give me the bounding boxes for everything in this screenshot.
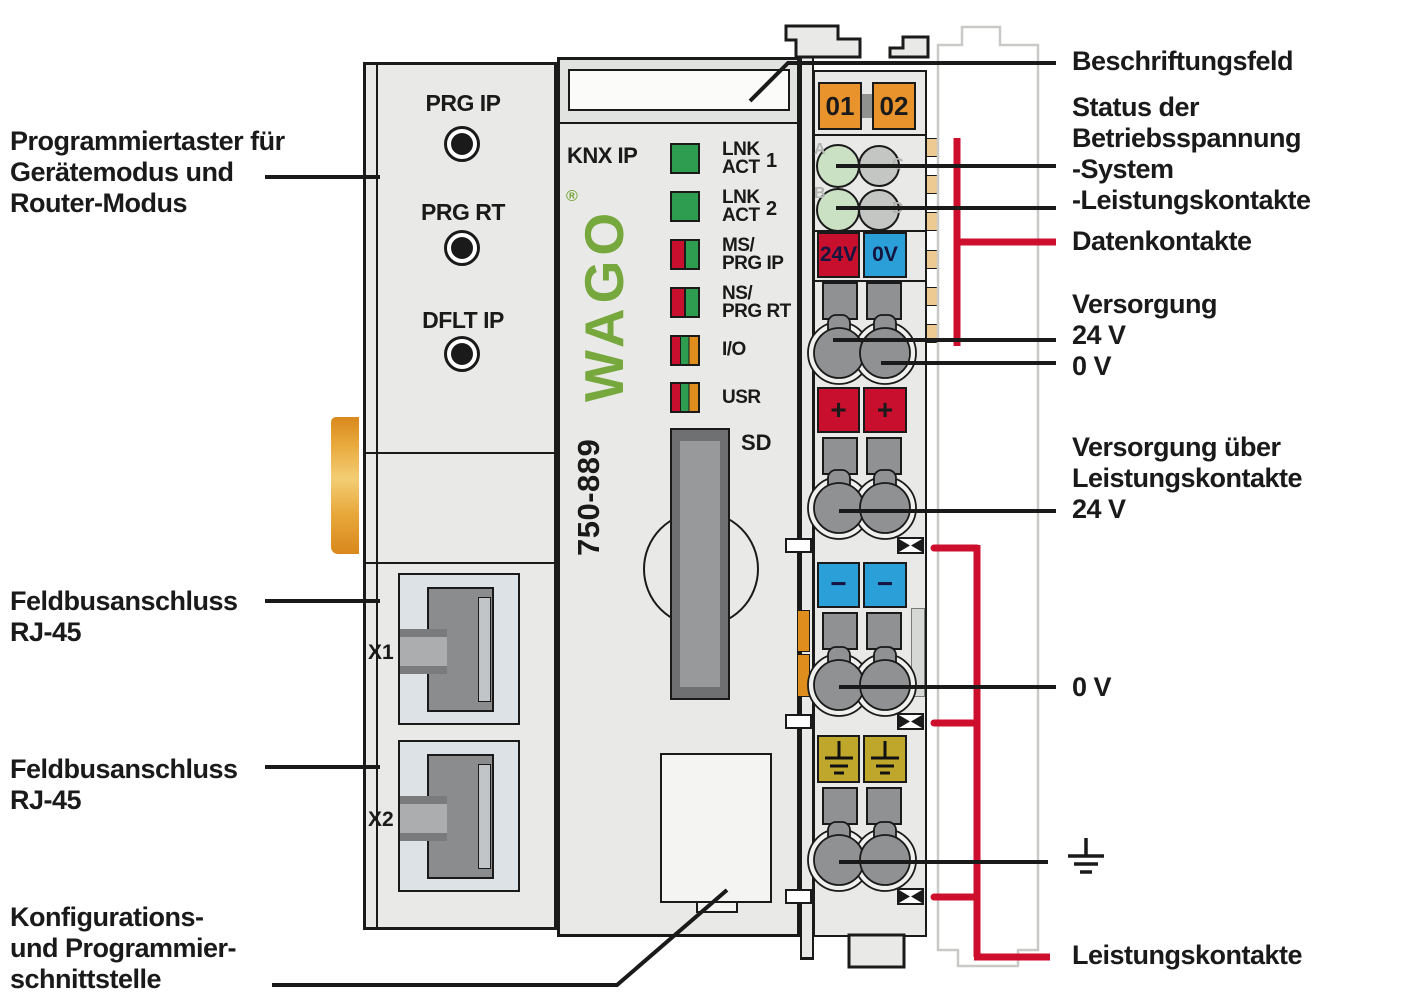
terminal-divider-3 [813,280,927,282]
red-pointer-lines [930,138,1056,961]
model-number: 750-889 [571,438,606,556]
terminal-shroud [866,612,902,650]
data-contact-tab [926,212,938,231]
terminal-shroud [822,437,858,475]
label-config-interface: Konfigurations- und Programmier- schnitt… [10,902,237,994]
terminal-shroud [866,282,902,320]
led-ms-prg-ip [670,239,700,270]
label-data-contacts: Datenkontakte [1072,226,1252,256]
marker-minus-1: − [817,562,860,608]
housing-strip [911,608,925,697]
left-module-divider-2 [363,562,557,564]
rj45-x2-strip [478,764,491,869]
terminal-divider-1 [813,134,927,136]
label-supply: Versorgung 24 V 0 V [1072,289,1218,381]
registered-mark: ® [566,188,578,205]
label-zero-volt: 0 V [1072,672,1112,702]
labeling-field-window [568,69,790,111]
label-supply-via-power-contacts: Versorgung über Leistungskontakte 24 V [1072,432,1303,524]
prg-rt-label: PRG RT [421,199,505,225]
rail-notch [785,714,812,729]
knx-ip-label: KNX IP [567,143,638,168]
led-label-6: USR [722,387,761,408]
data-contact-tab [926,250,938,269]
marker-minus-2: − [863,562,907,608]
rj45-x2-latch [400,796,447,841]
rj45-x1-latch [400,629,447,674]
din-rail-latch [331,417,359,554]
slot-label-02: 02 [872,82,916,130]
marker-ground-1 [817,735,860,783]
terminal-shroud [822,787,858,825]
label-fieldbus-2: Feldbusanschluss RJ-45 [10,754,238,815]
contact-letter-d: D [892,200,904,217]
service-interface-flap [660,753,772,903]
bottom-foot-tab [847,933,906,969]
earth-ground-icon [1068,838,1104,874]
sd-card-slot-inner [680,441,720,687]
side-latch-lower [797,654,810,697]
ghost-module-outline [936,25,1040,968]
led-usr [670,382,700,413]
led-label-4: NS/ PRG RT [722,283,791,322]
label-programming-buttons: Programmiertaster für Gerätemodus und Ro… [10,126,285,218]
led-label-2: LNK ACT [722,187,760,226]
marker-plus-1: + [817,387,860,433]
side-latch-upper [797,610,810,652]
contact-letter-c: C [892,156,904,173]
marker-0v: 0V [863,232,907,278]
data-contact-tab [926,324,938,343]
label-fieldbus-1: Feldbusanschluss RJ-45 [10,586,238,647]
service-flap-tab [696,903,738,913]
prg-ip-label: PRG IP [425,90,501,116]
data-contact-tab [926,287,938,306]
data-contact-tab [926,175,938,194]
port-x1-label: X1 [368,641,394,664]
led-label-3: MS/ PRG IP [722,235,784,274]
terminal-shroud [822,612,858,650]
prg-ip-button [444,126,480,162]
terminal-divider-2 [813,230,927,232]
port-x2-label: X2 [368,808,394,831]
wago-logo: WAGO [573,207,635,402]
rail-notch [785,889,812,904]
left-module-edge-line [376,62,378,930]
led-digit-2: 2 [766,198,778,220]
terminal-shroud [822,282,858,320]
marker-ground-2 [863,735,907,783]
led-ns-prg-rt [670,287,700,318]
led-label-1: LNK ACT [722,139,760,178]
rail-notch [785,538,812,553]
sd-label: SD [741,430,772,455]
dflt-ip-button [444,336,480,372]
dflt-ip-label: DFLT IP [422,307,504,333]
contact-letter-a: A [814,141,826,158]
marker-24v: 24V [817,232,860,278]
terminal-shroud [866,437,902,475]
label-supply-status: Status der Betriebsspannung -System -Lei… [1072,92,1311,215]
led-lnk-act-1 [670,143,700,174]
led-lnk-act-2 [670,191,700,222]
slot-label-01: 01 [818,82,862,130]
label-power-contacts: Leistungskontakte [1072,940,1303,970]
din-rail-strip [800,57,814,960]
led-digit-1: 1 [766,150,778,172]
contact-letter-b: B [814,185,826,202]
left-module-divider-1 [363,452,557,454]
terminal-shroud [866,787,902,825]
marker-plus-2: + [863,387,907,433]
led-label-5: I/O [722,339,746,360]
prg-rt-button [444,230,480,266]
status-lamp-d [858,189,900,231]
label-labeling-field: Beschriftungsfeld [1072,46,1294,76]
rj45-x1-strip [478,597,491,702]
data-contact-tab [926,138,938,157]
led-io [670,335,700,366]
